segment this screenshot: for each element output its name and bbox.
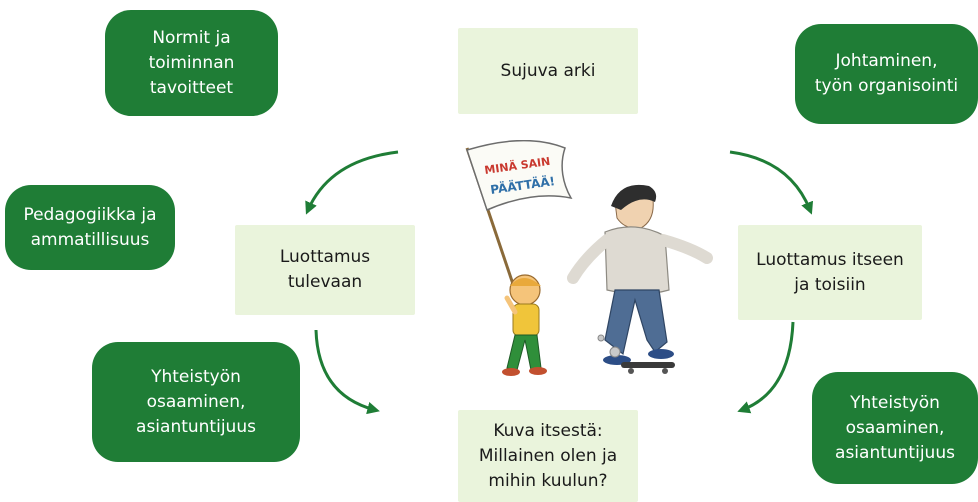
arrow-bottom-left — [314, 329, 380, 415]
node-luottamus-itseen-label: Luottamus itseen ja toisiin — [756, 249, 904, 295]
small-child — [502, 274, 547, 376]
node-pedagogiikka: Pedagogiikka ja ammatillisuus — [5, 185, 175, 270]
node-johtaminen: Johtaminen, työn organisointi — [795, 24, 978, 124]
children-illustration: MINÄ SAIN PÄÄTTÄÄ! — [465, 140, 713, 376]
node-sujuva-arki-label: Sujuva arki — [500, 60, 596, 81]
node-johtaminen-label: Johtaminen, työn organisointi — [814, 51, 959, 96]
arrow-top-right — [729, 150, 814, 215]
node-yhteistyo-right-label: Yhteistyön osaaminen, asiantuntijuus — [835, 392, 955, 463]
node-yhteistyo-right: Yhteistyön osaaminen, asiantuntijuus — [812, 372, 978, 484]
pebble — [609, 346, 621, 358]
node-luottamus-tulevaan: Luottamus tulevaan — [235, 225, 415, 315]
arrow-top-left — [305, 150, 399, 215]
flag — [466, 140, 573, 212]
node-yhteistyo-left: Yhteistyön osaaminen, asiantuntijuus — [92, 342, 300, 462]
node-normit: Normit ja toiminnan tavoitteet — [105, 10, 278, 116]
skateboarder — [567, 184, 713, 374]
node-normit-label: Normit ja toiminnan tavoitteet — [148, 27, 235, 98]
arrow-bottom-right — [737, 321, 795, 414]
node-yhteistyo-left-label: Yhteistyön osaaminen, asiantuntijuus — [136, 366, 256, 437]
node-luottamus-tulevaan-label: Luottamus tulevaan — [279, 247, 371, 292]
node-luottamus-itseen: Luottamus itseen ja toisiin — [738, 225, 922, 320]
pebble — [597, 334, 605, 342]
node-sujuva-arki: Sujuva arki — [458, 28, 638, 114]
node-kuva-itsesta-label: Kuva itsestä: Millainen olen ja mihin ku… — [478, 420, 618, 491]
node-kuva-itsesta: Kuva itsestä: Millainen olen ja mihin ku… — [458, 410, 638, 502]
node-pedagogiikka-label: Pedagogiikka ja ammatillisuus — [23, 204, 157, 250]
